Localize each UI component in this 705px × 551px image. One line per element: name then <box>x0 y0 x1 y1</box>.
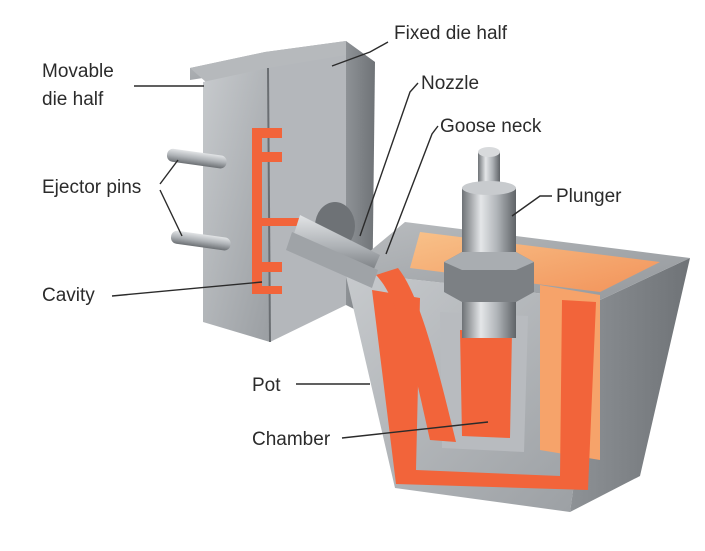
label-plunger: Plunger <box>556 186 622 207</box>
fixed-die-half <box>268 55 346 342</box>
goose-neck-channel <box>376 268 456 442</box>
ejector-pin-upper <box>166 148 227 169</box>
nozzle-body-lower <box>286 232 378 288</box>
label-cavity: Cavity <box>42 285 95 306</box>
label-fixed-die-half: Fixed die half <box>394 23 508 44</box>
leader-plunger <box>511 195 552 217</box>
plunger <box>444 147 534 338</box>
plunger-rod-cap <box>478 147 500 157</box>
leader-ejector-pin-upper <box>159 159 179 185</box>
leader-fixed-die-half <box>331 41 389 67</box>
leader-goose-neck <box>385 125 439 255</box>
label-chamber: Chamber <box>252 429 331 450</box>
label-pot: Pot <box>252 375 281 396</box>
plunger-collar-top <box>444 252 534 270</box>
cavity-metal <box>252 128 300 294</box>
leader-cavity <box>111 281 263 297</box>
leader-nozzle <box>359 82 419 237</box>
leader-ejector-pin-lower <box>159 189 183 237</box>
leader-chamber <box>341 421 489 439</box>
nozzle <box>286 215 380 288</box>
die-block <box>190 41 375 343</box>
label-movable-die-half-line1: Movable <box>42 61 114 82</box>
ejector-pins <box>166 148 231 251</box>
pot-molten-metal <box>372 290 596 490</box>
pot <box>345 222 690 512</box>
label-goose-neck: Goose neck <box>440 116 542 137</box>
leader-lines <box>111 41 552 439</box>
label-ejector-pins: Ejector pins <box>42 177 142 198</box>
label-nozzle: Nozzle <box>421 73 480 94</box>
parting-line <box>267 67 271 343</box>
plunger-cylinder-top <box>462 181 516 195</box>
label-movable-die-half-line2: die half <box>42 89 104 110</box>
ejector-pin-lower <box>170 230 231 251</box>
chamber-metal <box>460 330 512 438</box>
